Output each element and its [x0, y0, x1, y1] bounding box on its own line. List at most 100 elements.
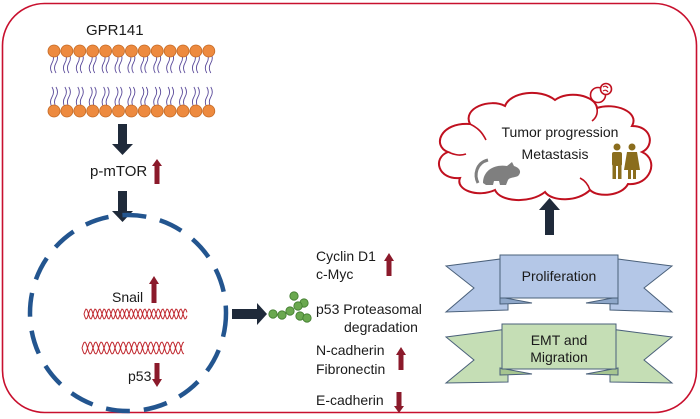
mtor-label: p-mTOR: [90, 163, 147, 180]
effect-ncad-line1: N-cadherin: [316, 342, 384, 358]
lipid-head: [124, 44, 138, 58]
nucleus: [27, 212, 229, 414]
ribbon-emt: EMT and Migration: [444, 323, 674, 384]
lipid-head: [150, 104, 164, 118]
lipid-tail: [191, 86, 196, 108]
effect-p53-line1: p53 Proteasomal: [316, 301, 422, 317]
lipid-head: [47, 104, 61, 118]
mtor-up-arrow: [152, 159, 162, 184]
lipid-head: [189, 104, 203, 118]
lipid-tail: [204, 86, 209, 108]
lipid-tail: [166, 86, 171, 108]
lipid-head: [137, 104, 151, 118]
lipid-head: [163, 44, 177, 58]
snail-up-arrow: [149, 276, 159, 303]
dna-strand: [81, 341, 185, 355]
lipid-tail: [179, 86, 183, 108]
lipid-head: [73, 104, 87, 118]
lipid-tail: [114, 86, 119, 108]
cell-frame: [1, 2, 698, 414]
effect-ecad-line1: E-cadherin: [316, 392, 384, 408]
lipid-head: [137, 44, 151, 58]
effect-ncad-line2: Fibronectin: [316, 361, 385, 377]
lipid-head: [60, 44, 74, 58]
lipid-head: [202, 104, 216, 118]
arrow-down-2: [112, 191, 133, 222]
lipid-tail: [157, 86, 162, 108]
ribbon-emt-line1: EMT and: [531, 332, 588, 348]
lipid-head: [86, 44, 100, 58]
proteasome-dot: [268, 309, 278, 319]
lipid-tail: [144, 86, 149, 108]
lipid-head: [99, 104, 112, 118]
proteasome-particles: [268, 291, 312, 323]
lipid-head: [176, 104, 190, 118]
ribbon-proliferation-label: Proliferation: [522, 268, 597, 284]
lipid-head: [176, 44, 190, 58]
p53-down-arrow: [152, 363, 162, 387]
tumor-icon: [589, 82, 613, 104]
outcome-line1: Tumor progression: [502, 124, 619, 140]
lipid-tail: [131, 86, 136, 108]
dna-helix: [81, 308, 188, 355]
lipid-tail: [92, 86, 97, 108]
mouse-icon: [474, 158, 521, 185]
lipid-tail: [54, 86, 58, 108]
arrow-down-1: [112, 124, 133, 155]
effect-ecadherin: E-cadherin: [316, 392, 404, 413]
lipid-tail: [170, 86, 175, 108]
lipid-tail: [118, 86, 123, 108]
effect-cyclin-line1: Cyclin D1: [316, 248, 376, 264]
lipid-tail: [75, 86, 80, 108]
lipid-head: [99, 44, 112, 58]
lipid-head: [112, 44, 125, 58]
lipid-tail: [127, 86, 132, 108]
receptor-label: GPR141: [86, 22, 144, 39]
lipid-tail: [153, 86, 158, 108]
lipid-tail: [105, 86, 110, 108]
lipid-head: [163, 104, 177, 118]
proteasome-dot: [302, 313, 312, 323]
membrane-bilayer: [47, 44, 216, 118]
lipid-tail: [140, 86, 145, 108]
lipid-head: [112, 104, 125, 118]
snail-label: Snail: [112, 289, 143, 305]
lipid-tail: [208, 86, 213, 108]
ncadherin-up-arrow: [396, 347, 406, 370]
effect-ncadherin: N-cadherin Fibronectin: [316, 342, 406, 377]
lipid-head: [60, 104, 74, 118]
effect-p53-line2: degradation: [344, 319, 418, 335]
proteasome-dot: [277, 310, 287, 320]
lipid-tail: [62, 86, 67, 108]
ribbon-proliferation: Proliferation: [444, 254, 674, 313]
proteasome-dot: [289, 291, 299, 301]
dna-strand: [81, 341, 185, 355]
ecadherin-down-arrow: [394, 392, 404, 413]
lipid-head: [86, 104, 100, 118]
effect-p53-degradation: p53 Proteasomal degradation: [316, 301, 422, 335]
lipid-head: [150, 44, 164, 58]
arrow-right: [232, 303, 267, 325]
lipid-head: [47, 44, 61, 58]
lipid-tail: [183, 86, 187, 108]
ribbon-emt-line2: Migration: [530, 349, 588, 365]
lipid-head: [73, 44, 87, 58]
dna-strand: [83, 308, 188, 320]
proteasome-dot: [285, 306, 295, 316]
effect-cyclin-line2: c-Myc: [316, 266, 353, 282]
cyclin-up-arrow: [384, 253, 394, 276]
proteasome-dot: [293, 301, 303, 311]
lipid-tail: [79, 86, 84, 108]
lipid-tail: [50, 86, 54, 108]
lipid-tail: [195, 86, 200, 108]
people-icon: [612, 143, 640, 179]
outcome-line2: Metastasis: [522, 146, 589, 162]
p53-label: p53: [128, 368, 152, 384]
lipid-head: [124, 104, 138, 118]
lipid-tail: [66, 86, 71, 108]
arrow-up: [539, 198, 560, 235]
dna-strand: [83, 308, 188, 320]
lipid-tail: [88, 86, 93, 108]
effect-cyclin: Cyclin D1 c-Myc: [316, 248, 394, 282]
